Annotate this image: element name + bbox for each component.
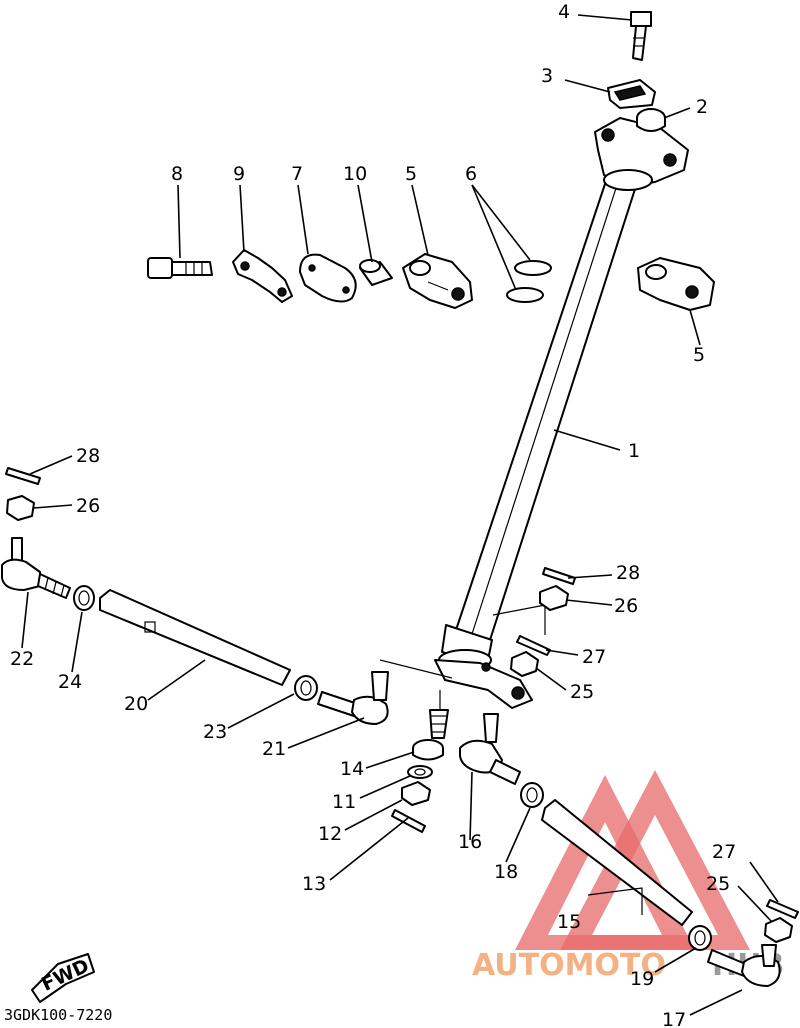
callout-27-lower: 27 bbox=[712, 841, 736, 863]
callout-26-right: 26 bbox=[614, 595, 638, 617]
part-cap bbox=[636, 108, 666, 132]
callout-24: 24 bbox=[58, 671, 82, 693]
callout-4: 4 bbox=[558, 1, 570, 23]
part-upper-clamp bbox=[607, 79, 656, 109]
part-cotter-pin-27-lower bbox=[766, 899, 799, 919]
part-tie-rod-15 bbox=[541, 799, 693, 926]
part-cotter-pin-13 bbox=[391, 809, 426, 833]
callout-2: 2 bbox=[696, 96, 708, 118]
part-circlips-6 bbox=[506, 260, 552, 303]
watermark-logo: AUTOMOTO HUB bbox=[472, 770, 784, 983]
part-cotter-pin-28-right bbox=[542, 567, 576, 585]
callout-20: 20 bbox=[124, 693, 148, 715]
callout-7: 7 bbox=[291, 163, 303, 185]
callout-19: 19 bbox=[630, 968, 654, 990]
part-nut-26-left bbox=[6, 495, 35, 521]
part-steering-shaft bbox=[379, 117, 689, 739]
callout-21: 21 bbox=[262, 738, 286, 760]
callout-10: 10 bbox=[343, 163, 367, 185]
part-bolt-top bbox=[630, 11, 652, 61]
callout-5-right: 5 bbox=[693, 344, 705, 366]
part-nut-18 bbox=[520, 782, 544, 808]
fwd-arrow-icon: FWD bbox=[31, 953, 95, 1003]
callout-8: 8 bbox=[171, 163, 183, 185]
callout-28-right: 28 bbox=[616, 562, 640, 584]
callout-6: 6 bbox=[465, 163, 477, 185]
part-nut-25-lower bbox=[764, 917, 793, 943]
part-link-plate-7 bbox=[299, 253, 357, 303]
callout-11: 11 bbox=[332, 791, 356, 813]
part-washer-11 bbox=[407, 765, 433, 779]
callout-27-right: 27 bbox=[582, 646, 606, 668]
callout-26-left: 26 bbox=[76, 495, 100, 517]
part-tie-rod-end-16 bbox=[459, 713, 521, 785]
callout-14: 14 bbox=[340, 758, 364, 780]
part-nut-24 bbox=[73, 585, 95, 611]
part-bolt-8 bbox=[147, 257, 213, 279]
callout-13: 13 bbox=[302, 873, 326, 895]
callout-23: 23 bbox=[203, 721, 227, 743]
callout-labels: 4 3 2 8 9 7 10 5 6 5 1 28 26 22 24 20 23… bbox=[10, 1, 736, 1028]
callout-16: 16 bbox=[458, 831, 482, 853]
callout-9: 9 bbox=[233, 163, 245, 185]
callout-25-lower: 25 bbox=[706, 873, 730, 895]
part-nut-26-right bbox=[539, 585, 569, 611]
callout-28-left: 28 bbox=[76, 445, 100, 467]
part-nut-23 bbox=[294, 675, 318, 701]
watermark-text-a: AUTOMOTO bbox=[472, 948, 666, 983]
part-tie-rod-end-17 bbox=[707, 944, 781, 987]
part-holder-left bbox=[402, 253, 473, 309]
part-tie-rod-end-22 bbox=[1, 537, 71, 599]
callout-22: 22 bbox=[10, 648, 34, 670]
callout-3: 3 bbox=[541, 65, 553, 87]
callout-17: 17 bbox=[662, 1009, 686, 1028]
part-bearing-14 bbox=[412, 739, 444, 761]
part-plate-9 bbox=[232, 249, 293, 303]
part-nut-12 bbox=[401, 781, 431, 806]
part-tie-rod-20 bbox=[99, 589, 291, 686]
part-collar-10 bbox=[359, 259, 393, 286]
callout-12: 12 bbox=[318, 823, 342, 845]
callout-25-right: 25 bbox=[570, 681, 594, 703]
leader-lines bbox=[21, 14, 779, 1016]
callout-15: 15 bbox=[557, 911, 581, 933]
part-holder-right bbox=[637, 257, 715, 311]
part-nut-25-right-upper bbox=[510, 651, 539, 677]
diagram-code: 3GDK100-7220 bbox=[4, 1006, 112, 1024]
callout-1: 1 bbox=[628, 440, 640, 462]
callout-5-left: 5 bbox=[405, 163, 417, 185]
part-nut-19 bbox=[688, 925, 712, 951]
callout-18: 18 bbox=[494, 861, 518, 883]
part-tie-rod-end-21 bbox=[317, 671, 389, 725]
part-cotter-pin-28-left bbox=[5, 467, 41, 485]
part-cotter-pin-27-right-upper bbox=[516, 635, 551, 656]
